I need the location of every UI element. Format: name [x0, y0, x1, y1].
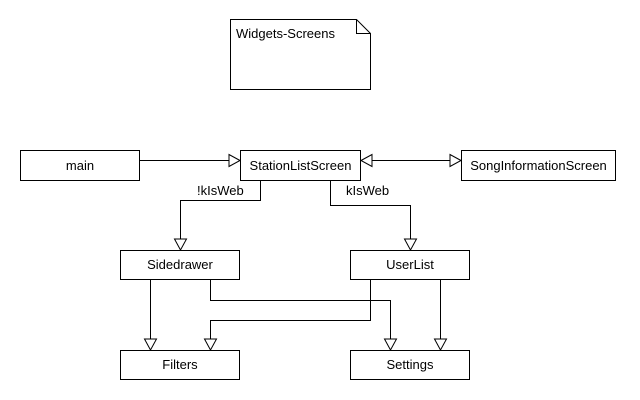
arrowhead-into-sidedrawer [173, 238, 188, 252]
arrowhead-into-settings-from-userlist [433, 338, 448, 352]
edge-stationlist-to-userlist [330, 180, 411, 239]
edge-userlist-to-filters [210, 280, 371, 339]
note-widgets-screens[interactable]: Widgets-Screens [230, 19, 371, 90]
arrowhead-into-filters-from-sidedrawer [143, 338, 158, 352]
node-settings-label: Settings [387, 357, 434, 372]
node-song-information-screen-label: SongInformationScreen [470, 158, 607, 173]
arrowhead-into-stationlist-from-songinfo [359, 153, 373, 168]
node-main[interactable]: main [20, 150, 140, 181]
node-sidedrawer[interactable]: Sidedrawer [120, 250, 240, 280]
arrowhead-into-stationlist-from-main [228, 153, 242, 168]
edges [140, 160, 450, 339]
arrowhead-into-filters-from-userlist [203, 338, 218, 352]
node-filters-label: Filters [162, 357, 198, 372]
arrowhead-into-settings-from-sidedrawer [383, 338, 398, 352]
edge-label-web: kIsWeb [346, 183, 389, 198]
node-settings[interactable]: Settings [350, 350, 470, 380]
arrowhead-into-userlist [403, 238, 418, 252]
node-user-list-label: UserList [386, 257, 434, 272]
node-sidedrawer-label: Sidedrawer [147, 257, 213, 272]
node-user-list[interactable]: UserList [350, 250, 470, 280]
edge-label-not-web: !kIsWeb [197, 183, 244, 198]
node-station-list-screen[interactable]: StationListScreen [240, 150, 361, 181]
node-station-list-screen-label: StationListScreen [250, 158, 352, 173]
edge-stationlist-to-sidedrawer [180, 180, 261, 239]
note-label: Widgets-Screens [236, 26, 335, 41]
node-filters[interactable]: Filters [120, 350, 240, 380]
arrowheads [143, 153, 463, 352]
arrowhead-into-songinfo [449, 153, 463, 168]
node-main-label: main [66, 158, 94, 173]
edge-sidedrawer-to-settings [210, 280, 391, 339]
node-song-information-screen[interactable]: SongInformationScreen [461, 150, 616, 181]
